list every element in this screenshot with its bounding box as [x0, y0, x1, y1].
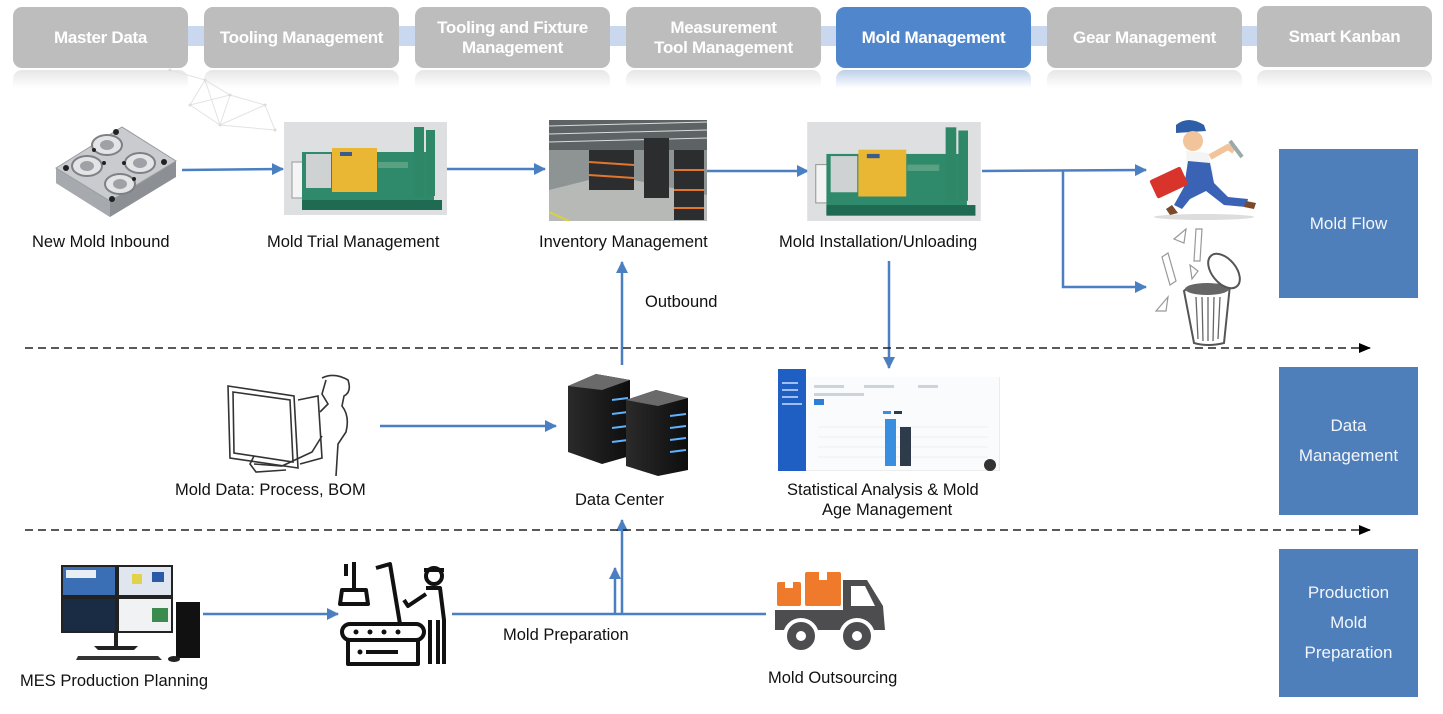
tab-label-line2: Tool Management — [654, 37, 793, 57]
warehouse-icon — [549, 120, 707, 221]
node-label-mold-data: Mold Data: Process, BOM — [175, 481, 366, 499]
network-decoration-icon — [168, 68, 277, 132]
lane-label-line2: Management — [1298, 446, 1399, 465]
die-casting-machine-icon — [807, 122, 981, 221]
node-label-stats-line2: Age Management — [822, 501, 953, 519]
tab-label: Tooling Management — [219, 27, 384, 47]
tab-measurement-tool-management[interactable]: Measurement Tool Management — [626, 7, 821, 68]
arrow-inbound-to-trial — [181, 163, 284, 176]
tab-label: Master Data — [53, 27, 148, 47]
edge-label-outbound: Outbound — [645, 293, 718, 311]
arrow-install-to-worker — [981, 164, 1147, 177]
lane-label-line2: Mold — [1330, 613, 1367, 632]
tab-reflection — [836, 70, 1031, 88]
lane-label-line1: Production — [1307, 583, 1390, 602]
assembly-line-icon — [338, 562, 446, 666]
node-label-installation: Mold Installation/Unloading — [779, 233, 978, 251]
tab-label-line1: Measurement — [670, 17, 777, 37]
mold-block-icon — [55, 126, 177, 217]
tab-label: Mold Management — [861, 27, 1006, 47]
dashboard-screenshot-icon — [778, 369, 1000, 471]
scrap-bin-icon — [1154, 227, 1241, 346]
lane-label-line1: Data — [1330, 416, 1367, 435]
tab-label: Smart Kanban — [1288, 26, 1401, 46]
tab-label-line1: Tooling and Fixture — [437, 17, 588, 37]
server-icon — [568, 374, 688, 476]
node-label-new-mold-inbound: New Mold Inbound — [32, 233, 170, 251]
tab-smart-kanban[interactable]: Smart Kanban — [1257, 6, 1432, 67]
tab-label-line2: Management — [462, 37, 563, 57]
node-label-inventory: Inventory Management — [539, 233, 708, 251]
lane-data-management: Data Management — [1279, 367, 1418, 515]
tab-tooling-fixture-management[interactable]: Tooling and Fixture Management — [415, 7, 610, 68]
lane-production-mold-preparation: Production Mold Preparation — [1279, 549, 1418, 697]
tab-tooling-management[interactable]: Tooling Management — [204, 7, 399, 68]
lane-label: Mold Flow — [1309, 213, 1388, 233]
node-label-data-center: Data Center — [575, 491, 664, 509]
tab-reflection — [626, 70, 821, 88]
module-nav: Master Data Tooling Management Tooling a… — [0, 0, 1443, 100]
tab-master-data[interactable]: Master Data — [13, 7, 188, 68]
edge-label-mold-preparation: Mold Preparation — [503, 626, 629, 644]
node-label-mes: MES Production Planning — [20, 672, 209, 690]
repair-worker-icon — [1149, 120, 1256, 220]
tab-reflection — [415, 70, 610, 88]
tab-label: Gear Management — [1073, 27, 1216, 47]
die-casting-machine-icon — [284, 122, 447, 215]
workstation-icon — [61, 565, 200, 662]
tab-reflection — [13, 70, 188, 88]
lane-mold-flow: Mold Flow — [1279, 149, 1418, 298]
node-label-outsourcing: Mold Outsourcing — [768, 669, 898, 687]
node-label-stats-line1: Statistical Analysis & Mold — [787, 481, 979, 499]
node-label-mold-trial: Mold Trial Management — [267, 233, 440, 251]
lane-label-line3: Preparation — [1304, 643, 1393, 662]
arrow-install-to-scrap — [1061, 171, 1147, 293]
delivery-truck-icon — [775, 572, 885, 654]
tab-reflection — [1257, 70, 1432, 88]
tab-gear-management[interactable]: Gear Management — [1047, 7, 1242, 68]
tab-reflection — [1047, 70, 1242, 88]
operator-monitor-icon — [227, 374, 351, 477]
tab-mold-management[interactable]: Mold Management — [836, 7, 1031, 68]
tab-reflection — [204, 70, 399, 88]
